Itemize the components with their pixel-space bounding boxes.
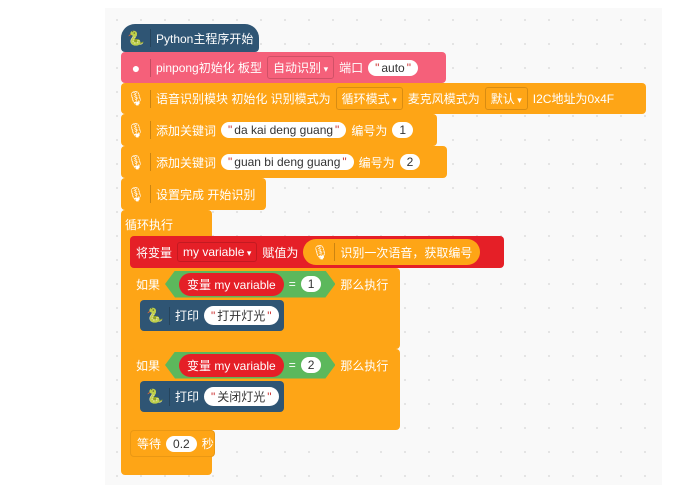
pinpong-label: pinpong初始化 板型	[156, 61, 263, 75]
set-var-label: 将变量	[136, 245, 173, 260]
equals-condition[interactable]: 变量 my variable = 2	[165, 352, 335, 379]
microphone-icon: 🎙	[127, 153, 151, 171]
seconds-label: 秒	[201, 437, 214, 451]
wait-block[interactable]: 等待 0.2 秒	[130, 430, 215, 457]
equals-sign: =	[288, 277, 296, 291]
setup-done-label: 设置完成 开始识别	[156, 187, 256, 202]
keyword-label: 添加关键词	[156, 123, 217, 138]
print-block[interactable]: 🐍 打印 关闭灯光	[140, 381, 284, 412]
if-header: 如果 变量 my variable = 2 那么执行	[130, 349, 388, 381]
python-icon: 🐍	[127, 29, 151, 47]
wait-label: 等待	[137, 437, 162, 451]
microphone-icon: 🎙	[127, 121, 151, 139]
set-variable-block[interactable]: 将变量 my variable 赋值为 🎙 识别一次语音，获取编号	[130, 236, 504, 268]
python-icon: 🐍	[146, 306, 170, 325]
reporter-label: 识别一次语音，获取编号	[340, 245, 473, 260]
microphone-icon: 🎙	[311, 243, 336, 261]
print-text-input[interactable]: 打开灯光	[204, 306, 279, 325]
voice-init-block[interactable]: 🎙 语音识别模块 初始化 识别模式为 循环模式 麦克风模式为 默认 I2C地址为…	[121, 83, 646, 114]
port-label: 端口	[339, 61, 364, 75]
pinpong-init-block[interactable]: ● pinpong初始化 板型 自动识别 端口 auto	[121, 52, 446, 83]
variable-dropdown[interactable]: my variable	[177, 242, 258, 262]
setup-done-block[interactable]: 🎙 设置完成 开始识别	[121, 178, 266, 210]
add-keyword-block[interactable]: 🎙 添加关键词 da kai deng guang 编号为 1	[121, 114, 437, 146]
variable-reporter[interactable]: 变量 my variable	[179, 273, 284, 296]
python-main-hat-block[interactable]: 🐍 Python主程序开始	[121, 24, 259, 52]
mic-label: 麦克风模式为	[407, 92, 480, 106]
add-keyword-block[interactable]: 🎙 添加关键词 guan bi deng guang 编号为 2	[121, 146, 447, 178]
keyword-input[interactable]: da kai deng guang	[221, 122, 347, 138]
voice-init-label: 语音识别模块 初始化 识别模式为	[156, 92, 331, 106]
keyword-label: 添加关键词	[156, 155, 217, 170]
print-text-input[interactable]: 关闭灯光	[204, 387, 279, 406]
loop-label: 循环执行	[125, 218, 174, 232]
id-label: 编号为	[358, 155, 395, 170]
id-input[interactable]: 2	[399, 154, 421, 170]
id-label: 编号为	[351, 123, 388, 138]
wait-seconds-input[interactable]: 0.2	[166, 435, 197, 452]
microphone-icon: 🎙	[127, 185, 151, 203]
compare-value-input[interactable]: 1	[301, 276, 322, 292]
if-label: 如果	[136, 358, 161, 373]
python-icon: 🐍	[146, 387, 170, 406]
mic-dropdown[interactable]: 默认	[484, 87, 528, 110]
pinpong-icon: ●	[127, 58, 151, 77]
if-header: 如果 变量 my variable = 1 那么执行	[130, 268, 388, 300]
recognize-reporter[interactable]: 🎙 识别一次语音，获取编号	[303, 239, 481, 265]
print-label: 打印	[175, 390, 200, 404]
then-label: 那么执行	[340, 277, 389, 292]
i2c-label: I2C地址为0x4F	[532, 92, 615, 106]
keyword-input[interactable]: guan bi deng guang	[221, 154, 354, 170]
port-input[interactable]: auto	[368, 59, 418, 76]
id-input[interactable]: 1	[392, 122, 414, 138]
print-block[interactable]: 🐍 打印 打开灯光	[140, 300, 284, 331]
if-label: 如果	[136, 277, 161, 292]
equals-condition[interactable]: 变量 my variable = 1	[165, 271, 335, 298]
then-label: 那么执行	[340, 358, 389, 373]
hat-label: Python主程序开始	[156, 31, 254, 46]
assign-label: 赋值为	[262, 245, 299, 260]
print-label: 打印	[175, 309, 200, 323]
equals-sign: =	[288, 358, 296, 372]
mode-dropdown[interactable]: 循环模式	[335, 87, 403, 110]
microphone-icon: 🎙	[127, 89, 151, 108]
compare-value-input[interactable]: 2	[301, 357, 322, 373]
board-dropdown[interactable]: 自动识别	[267, 56, 335, 79]
variable-reporter[interactable]: 变量 my variable	[179, 354, 284, 377]
